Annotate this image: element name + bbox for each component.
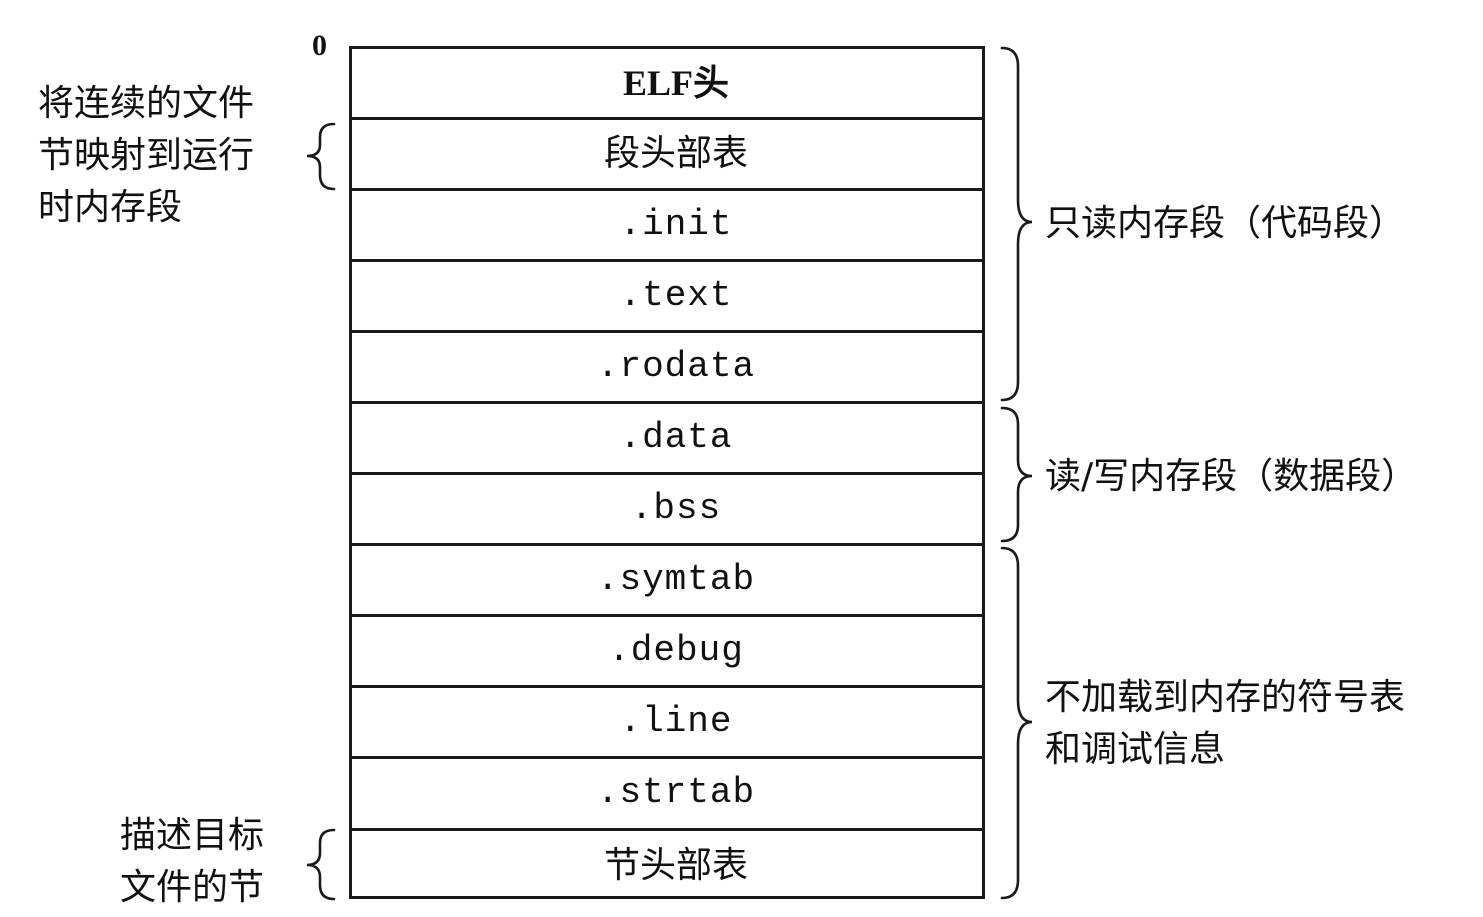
section-label: .bss — [630, 488, 722, 530]
section-label: .line — [619, 701, 733, 743]
right-brace-read-only — [1000, 46, 1033, 402]
section-data: .data — [352, 404, 982, 476]
note-line: 描述目标 — [120, 815, 265, 856]
note-read-only-segment: 只读内存段（代码段） — [1045, 203, 1406, 244]
section-label: .data — [619, 417, 733, 459]
section-rodata: .rodata — [352, 333, 982, 405]
section-label: .rodata — [596, 346, 756, 388]
section-label: 段头部表 — [603, 133, 748, 175]
note-line: 时内存段 — [38, 187, 183, 228]
section-symtab: .symtab — [352, 546, 982, 618]
section-label: 节头部表 — [603, 845, 748, 887]
section-label: .text — [619, 275, 733, 317]
note-line: 不加载到内存的符号表 — [1045, 677, 1406, 718]
left-brace-section-header — [306, 828, 336, 901]
section-elf-header: ELF头 — [352, 49, 982, 121]
section-line: .line — [352, 688, 982, 760]
section-label: .symtab — [596, 559, 756, 601]
section-debug: .debug — [352, 617, 982, 689]
note-not-loaded: 不加载到内存的符号表 和调试信息 — [1045, 672, 1405, 776]
right-brace-read-write — [1000, 406, 1033, 543]
section-label: .init — [619, 204, 733, 246]
note-describe-sections: 描述目标 文件的节 — [120, 810, 300, 914]
section-strtab: .strtab — [352, 759, 982, 831]
elf-sections-table: ELF头 段头部表 .init .text .rodata .data .bss… — [349, 46, 985, 899]
note-line: 节映射到运行 — [38, 135, 255, 176]
right-brace-not-loaded — [1000, 546, 1033, 900]
section-init: .init — [352, 191, 982, 263]
left-brace-program-header — [306, 122, 336, 191]
note-map-sections: 将连续的文件 节映射到运行 时内存段 — [38, 78, 308, 234]
section-program-header-table: 段头部表 — [352, 120, 982, 192]
section-label: .debug — [608, 630, 744, 672]
section-section-header-table: 节头部表 — [352, 831, 982, 902]
section-label: ELF头 — [622, 63, 729, 104]
note-line: 和调试信息 — [1045, 729, 1226, 770]
section-bss: .bss — [352, 475, 982, 547]
note-read-write-segment: 读/写内存段（数据段） — [1045, 456, 1418, 497]
section-text: .text — [352, 262, 982, 334]
start-offset-label: 0 — [312, 29, 327, 62]
note-line: 将连续的文件 — [38, 83, 255, 124]
note-line: 文件的节 — [120, 867, 265, 908]
section-label: .strtab — [596, 772, 756, 814]
